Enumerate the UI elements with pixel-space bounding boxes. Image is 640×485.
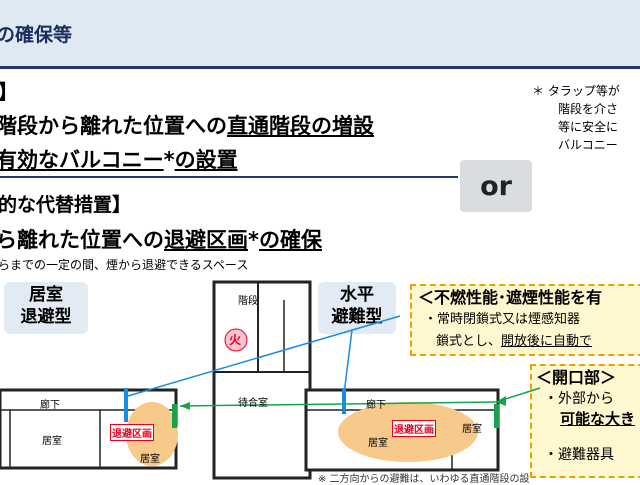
- measure-line-stairs: 階段から離れた位置への直通階段の増設: [0, 110, 374, 140]
- alternative-asterisk: *: [248, 228, 259, 252]
- arrow-green-head: [496, 396, 506, 406]
- corridor-label: 廊下: [366, 400, 386, 411]
- fire-label: 火: [229, 333, 242, 347]
- opening-item: ・外部から: [544, 391, 614, 407]
- evacuation-zone-label: 退避区画: [392, 420, 436, 437]
- fire-icon: [224, 328, 248, 352]
- right-door-blue: [342, 388, 346, 414]
- arrow-green-main: [179, 401, 497, 407]
- performance-item-plain: 鎖式とし、: [436, 334, 502, 349]
- arrow-blue-left: [127, 315, 401, 397]
- stair-tower-outline: [212, 280, 312, 480]
- performance-callout: [410, 284, 640, 356]
- alternative-emph: 退避区画: [164, 228, 248, 252]
- type-line: 居室: [29, 285, 63, 305]
- alternative-line: ら離れた位置への退避区画*の確保: [0, 224, 322, 254]
- measure-balcony-emph: 有効なバルコニー: [0, 148, 164, 172]
- arrow-green-head: [180, 402, 190, 410]
- alternative-tail: の確保: [258, 228, 322, 252]
- measure-stairs-emph: 直通階段の増設: [227, 114, 374, 138]
- stairs-label: 階段: [238, 296, 258, 307]
- opening-title: ＜開口部＞: [536, 368, 617, 387]
- room-evacuation-type-label: 居室 退避型: [4, 282, 88, 334]
- evacuation-zone-label: 退避区画: [110, 424, 154, 441]
- horizontal-evacuation-type-label: 水平 避難型: [318, 282, 396, 334]
- footnote-balcony: ＊ タラップ等が 階段を介さ 等に安全に バルコニー: [532, 82, 620, 154]
- section-divider: [0, 176, 458, 178]
- footnote-line: 階段を介さ: [558, 102, 619, 116]
- section-bracket: 】: [0, 80, 18, 104]
- performance-item: 鎖式とし、開放後に自動で: [436, 330, 592, 349]
- performance-item-emph: 開放後に自動で: [501, 334, 593, 349]
- waiting-room-label: 待合室: [238, 398, 268, 409]
- measure-line-balcony: 有効なバルコニー*の設置: [0, 144, 238, 174]
- left-window-green: [172, 404, 177, 428]
- room-label: 居室: [140, 454, 160, 465]
- left-door-blue: [124, 388, 128, 422]
- or-badge: or: [460, 160, 532, 212]
- measure-stairs-plain: 階段から離れた位置への: [0, 114, 227, 138]
- measure-balcony-asterisk: *: [163, 148, 175, 172]
- performance-title: ＜不燃性能･遮煙性能を有: [418, 288, 603, 307]
- footnote-line: 等に安全に: [558, 120, 619, 134]
- header-band: [0, 0, 640, 69]
- footnote-line: バルコニー: [558, 138, 618, 152]
- corridor-label: 廊下: [40, 400, 60, 411]
- page-title: の確保等: [0, 24, 73, 46]
- opening-item: ・避難器具: [544, 447, 614, 463]
- room-label: 居室: [368, 438, 388, 449]
- footnote-line: ＊ タラップ等が: [532, 84, 620, 98]
- alternative-subtext: らまでの一定の間、煙から退避できるスペース: [0, 258, 249, 272]
- performance-item: ・常時閉鎖式又は煙感知器: [424, 312, 581, 327]
- measure-balcony-tail: の設置: [174, 148, 238, 172]
- room-label: 居室: [42, 436, 62, 447]
- type-line: 退避型: [20, 307, 72, 327]
- opening-item: 可能な大き: [560, 410, 636, 428]
- type-line: 避難型: [331, 307, 383, 327]
- footer-note: ※ 二方向からの避難は、いわゆる直通階段の設: [318, 474, 530, 485]
- room-label: 居室: [462, 424, 482, 435]
- opening-callout: [530, 364, 640, 478]
- alternative-title: 的な代替措置】: [0, 194, 132, 216]
- right-window-green: [494, 404, 499, 428]
- type-line: 水平: [340, 285, 374, 305]
- arrow-blue-right: [343, 329, 353, 395]
- alternative-plain: ら離れた位置への: [0, 228, 164, 252]
